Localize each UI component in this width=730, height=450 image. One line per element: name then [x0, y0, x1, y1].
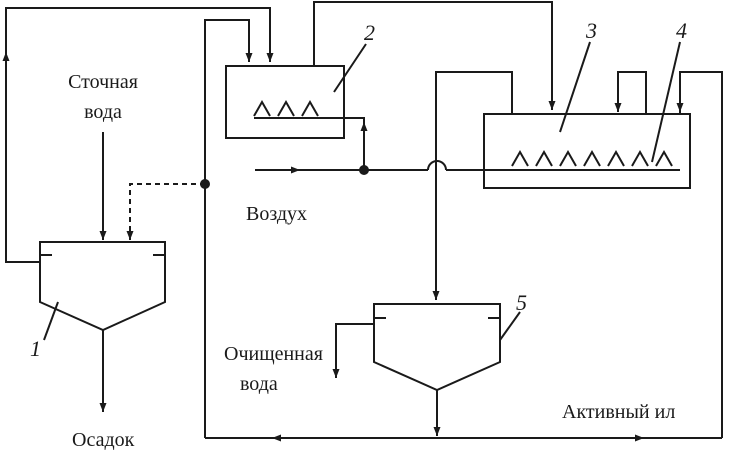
primary-settler-tank [39, 241, 166, 332]
aerotank [435, 71, 723, 438]
leader-line-3 [559, 41, 591, 133]
sludge-return-to-regenerator [204, 19, 253, 184]
regenerator-tank [225, 65, 365, 170]
label-treated-line1: Очищенная [224, 343, 323, 365]
secondary-settler-tank [373, 303, 501, 392]
label-treated-line2: вода [240, 373, 278, 395]
label-wastewater-line1: Сточная [68, 71, 138, 93]
label-number-2: 2 [364, 20, 375, 45]
label-number-4: 4 [676, 18, 687, 43]
treated-water-outlet-arrow [332, 323, 374, 378]
label-number-3: 3 [585, 18, 597, 43]
dashed-return-line [126, 183, 205, 240]
junction-dot-air [359, 165, 369, 175]
label-wastewater-line2: вода [84, 101, 122, 123]
label-activated-sludge: Активный ил [562, 401, 675, 423]
label-number-1: 1 [30, 336, 41, 361]
label-sediment: Осадок [72, 429, 135, 450]
leader-line-1 [43, 301, 59, 341]
leader-line-5 [499, 311, 521, 341]
leader-line-2 [333, 43, 367, 93]
leader-line-4 [651, 41, 681, 163]
label-air: Воздух [246, 203, 307, 225]
regenerator-to-aerotank-line [313, 1, 556, 110]
overflow-line [5, 7, 274, 263]
label-number-5: 5 [516, 290, 527, 315]
